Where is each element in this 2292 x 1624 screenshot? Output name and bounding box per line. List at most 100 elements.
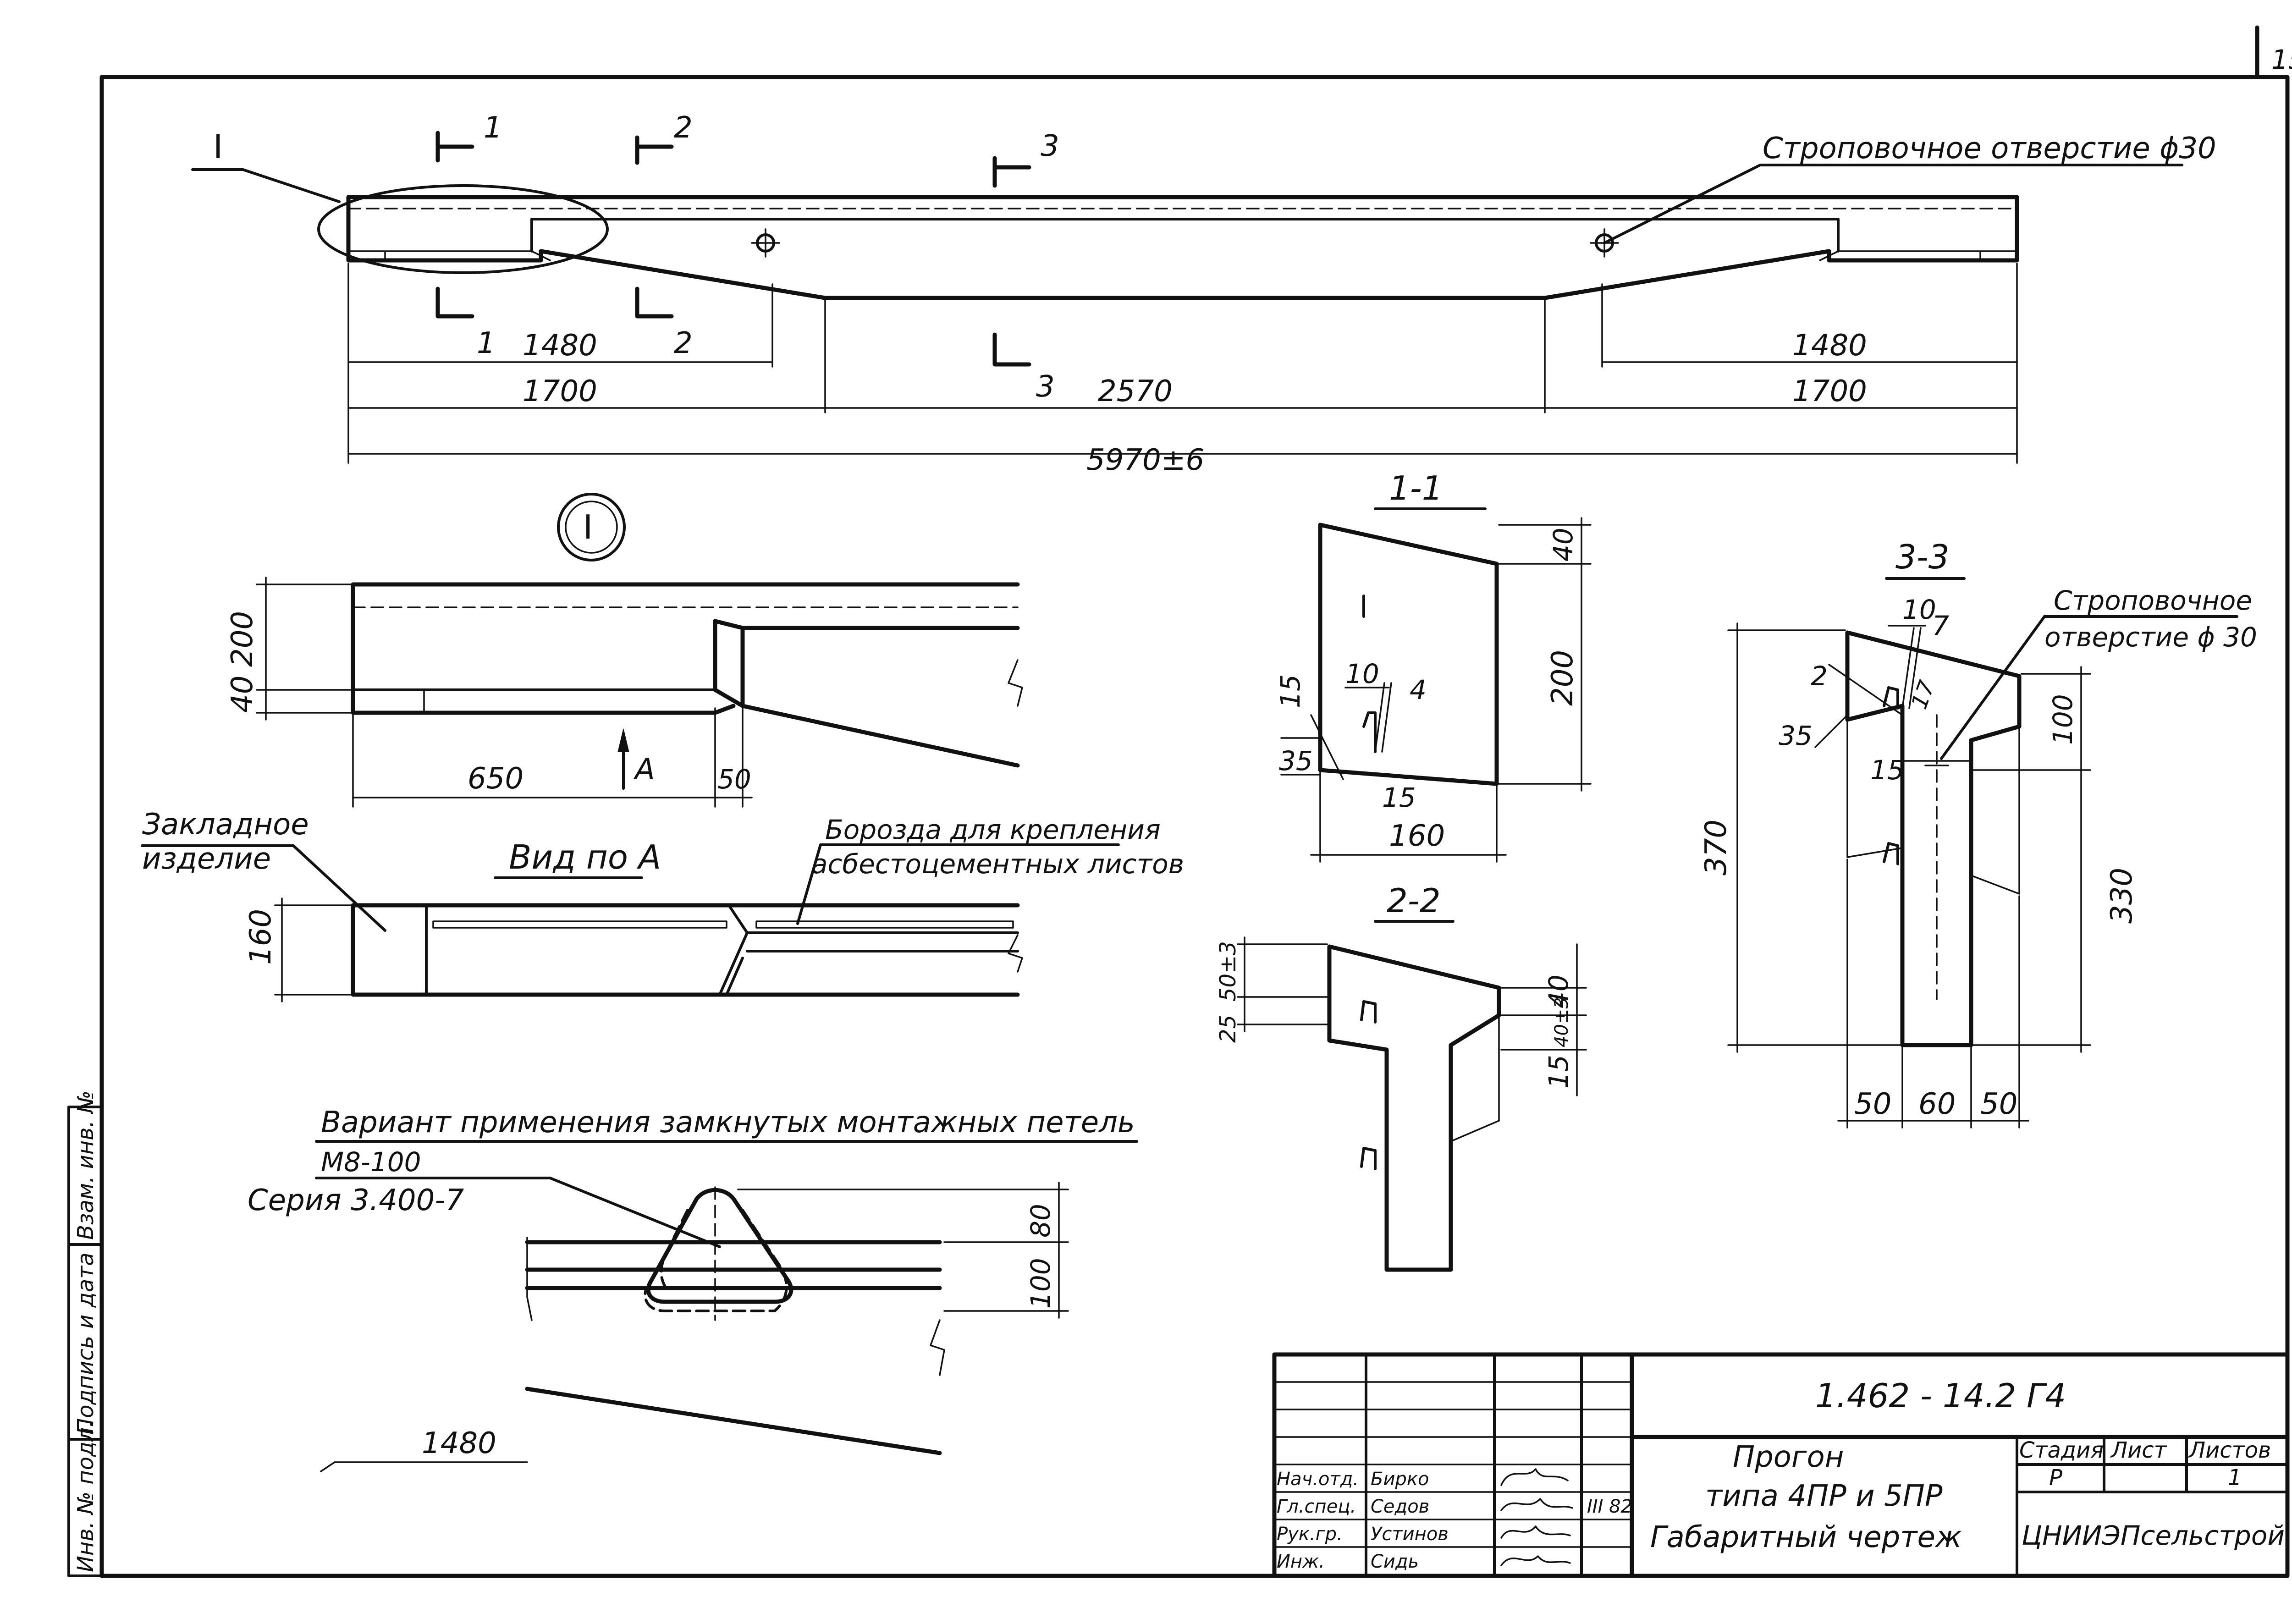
- s11-dim-10: 10: [1345, 658, 1379, 689]
- section-mark-1-top: 1: [484, 111, 502, 145]
- tb-name-3: Габаритный чертеж: [1650, 1520, 1962, 1554]
- tb-row-1-role: Нач.отд.: [1277, 1469, 1359, 1490]
- tb-row-3-role: Рук.гр.: [1277, 1524, 1343, 1545]
- section-1-1: 1-1 40 200 160 15 10 4 35 15: [1275, 469, 1592, 863]
- tb-row-2-name: Седов: [1371, 1496, 1429, 1517]
- stamp-cell-inv: Инв. № подл.: [73, 1420, 99, 1572]
- loop-mark: М8-100: [321, 1146, 421, 1178]
- s22-dim-15: 15: [1543, 1055, 1574, 1089]
- tb-name-1: Прогон: [1733, 1440, 1844, 1474]
- s11-dim-160: 160: [1389, 819, 1445, 853]
- s33-dim-35: 35: [1779, 720, 1813, 751]
- tb-row-3-name: Устинов: [1371, 1524, 1449, 1545]
- tb-header-stage: Стадия: [2019, 1437, 2104, 1463]
- dim-right-1700: 1700: [1792, 374, 1867, 408]
- loop-dim-100: 100: [1025, 1258, 1056, 1309]
- beam-elevation: I Строповочное отверстие ϕ30: [191, 127, 2216, 300]
- dim-right-1480: 1480: [1792, 329, 1867, 363]
- detail-I-dim-50: 50: [717, 764, 751, 795]
- sheet-frame: 15: [99, 25, 2292, 1578]
- s22-dim-40: 40: [1543, 974, 1574, 1008]
- s33-hole-note-1: Строповочное: [2054, 585, 2252, 616]
- tb-header-sheets: Листов: [2188, 1437, 2271, 1463]
- s33-bottom-dim-3: 50: [1980, 1087, 2017, 1121]
- section-3-3: 3-3 Строповочное отверстие ϕ 30 370 100 …: [1699, 538, 2257, 1129]
- section-1-1-title: 1-1: [1389, 469, 1443, 507]
- s33-dim-370: 370: [1699, 820, 1733, 875]
- view-A: Вид по А 160 Закладное изделие Борозда д…: [141, 808, 1184, 1002]
- detail-I-dim-650: 650: [468, 762, 523, 796]
- loop-dim-80: 80: [1025, 1204, 1056, 1238]
- detail-I-outline: [317, 184, 609, 274]
- view-A-title: Вид по А: [509, 838, 661, 876]
- loop-variant: Вариант применения замкнутых монтажных п…: [248, 1106, 1138, 1472]
- section-mark-3-top: 3: [1041, 129, 1059, 163]
- section-marks: 1 1 2 2 3 3: [435, 111, 1059, 404]
- tb-row-4-role: Инж.: [1277, 1551, 1325, 1572]
- dim-total: 5970±6: [1086, 443, 1204, 477]
- tb-row-4-name: Сидь: [1371, 1551, 1419, 1572]
- title-block: 1.462 - 14.2 Г4 Прогон типа 4ПР и 5ПР Га…: [1272, 1352, 2290, 1578]
- section-3-3-title: 3-3: [1895, 538, 1950, 576]
- dim-left-1700: 1700: [523, 374, 597, 408]
- loop-series: Серия 3.400-7: [248, 1184, 464, 1217]
- section-mark-1-bottom: 1: [477, 326, 496, 360]
- detail-I-dim-40: 40: [226, 676, 259, 713]
- s11-dim-35: 35: [1279, 745, 1313, 776]
- detail-I-dim-200: 200: [226, 611, 259, 667]
- callout-I: I: [213, 127, 223, 166]
- loop-variant-title: Вариант применения замкнутых монтажных п…: [321, 1106, 1135, 1140]
- tb-row-2-role: Гл.спец.: [1277, 1496, 1356, 1517]
- s11-dim-15-bottom: 15: [1382, 782, 1416, 813]
- section-2-2: 2-2 25 50±3 40 40±3 15: [1215, 881, 1587, 1272]
- detail-I: I 200 40 650 50 A: [226, 493, 1023, 808]
- s33-dim-10: 10: [1902, 594, 1936, 625]
- tb-date: III 82: [1587, 1496, 1632, 1517]
- embedded-label-2: изделие: [142, 842, 271, 876]
- section-2-2-title: 2-2: [1387, 881, 1441, 920]
- s33-dim-100: 100: [2047, 694, 2078, 745]
- section-mark-2-top: 2: [674, 111, 693, 145]
- s11-dim-4: 4: [1410, 674, 1427, 705]
- s33-bottom-dim-2: 60: [1918, 1087, 1956, 1121]
- groove-label-1: Борозда для крепления: [825, 814, 1161, 845]
- embedded-label-1: Закладное: [142, 808, 309, 842]
- dim-left-1480: 1480: [523, 329, 597, 363]
- s33-dim-2: 2: [1811, 661, 1828, 692]
- stamp-cell-replace: Взам. инв. №: [73, 1090, 99, 1240]
- s11-dim-15-top: 15: [1275, 674, 1306, 708]
- tb-value-sheets: 1: [2228, 1465, 2242, 1491]
- stamp-cell-signature: Подпись и дата: [73, 1252, 99, 1435]
- lifting-hole-note: Строповочное отверстие ϕ30: [1763, 132, 2216, 165]
- loop-dim-1480: 1480: [422, 1426, 496, 1460]
- tb-row-1-name: Бирко: [1371, 1469, 1429, 1490]
- s11-dim-40: 40: [1548, 528, 1579, 562]
- tb-value-stage: Р: [2049, 1465, 2062, 1491]
- section-mark-3-bottom: 3: [1036, 370, 1055, 404]
- tb-organization: ЦНИИЭПсельстрой: [2022, 1520, 2285, 1551]
- s33-hole-note-2: отверстие ϕ 30: [2044, 622, 2257, 653]
- dim-mid-2570: 2570: [1098, 374, 1173, 408]
- s22-dim-25: 25: [1215, 1015, 1241, 1043]
- tb-name-2: типа 4ПР и 5ПР: [1705, 1479, 1943, 1513]
- side-stamp: Инв. № подл. Подпись и дата Взам. инв. №: [67, 1090, 103, 1577]
- tb-header-sheet: Лист: [2110, 1437, 2168, 1463]
- s22-dim-40pm3: 40±3: [1551, 997, 1572, 1047]
- groove-label-2: асбестоцементных листов: [811, 848, 1184, 880]
- s33-bottom-dim-1: 50: [1854, 1087, 1891, 1121]
- detail-I-arrow-A: A: [633, 753, 655, 787]
- section-mark-2-bottom: 2: [674, 326, 693, 360]
- detail-I-badge: I: [583, 508, 593, 546]
- s11-dim-200: 200: [1546, 650, 1580, 706]
- tb-code: 1.462 - 14.2 Г4: [1815, 1376, 2066, 1415]
- main-dimensions: 1480 1480 1700 2570 1700 5970±6: [347, 263, 2018, 477]
- s33-dim-330: 330: [2105, 868, 2139, 924]
- s22-dim-50pm3: 50±3: [1215, 941, 1241, 1002]
- view-A-dim-160: 160: [244, 909, 278, 965]
- lifting-hole-left: [751, 228, 780, 258]
- s33-dim-15: 15: [1870, 754, 1904, 786]
- signatures: [1500, 1468, 1573, 1566]
- s33-dim-7: 7: [1932, 610, 1949, 641]
- page-number: 15: [2271, 44, 2292, 75]
